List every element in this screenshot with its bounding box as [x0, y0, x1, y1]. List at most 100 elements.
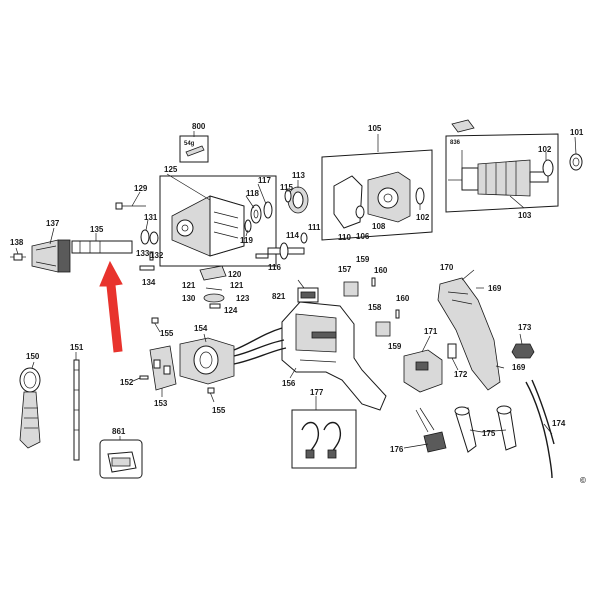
label-169-a: 169	[488, 284, 502, 293]
part-120-lever	[199, 265, 227, 281]
part-177-brush-left	[301, 421, 320, 459]
armature-group-box	[445, 133, 559, 213]
part-152-screw	[139, 375, 149, 380]
label-124: 124	[224, 306, 238, 315]
part-155-screw-a	[151, 317, 161, 333]
label-800: 800	[192, 122, 206, 131]
label-120: 120	[228, 270, 242, 279]
part-130-knob	[203, 293, 225, 303]
label-116: 116	[268, 263, 281, 272]
part-125-gear-housing	[171, 195, 245, 257]
part-150-side-handle	[19, 367, 41, 449]
part-129-screw	[115, 202, 146, 210]
part-102-bearing-b	[542, 159, 554, 177]
label-157: 157	[338, 265, 352, 274]
label-176: 176	[390, 445, 404, 454]
part-821-label	[297, 287, 319, 303]
part-175-cable-guard-b	[496, 405, 517, 451]
label-152: 152	[120, 378, 134, 387]
label-173: 173	[518, 323, 532, 332]
part-160-screw-a	[371, 277, 376, 287]
part-116-pin	[255, 253, 269, 259]
label-151: 151	[70, 343, 84, 352]
part-158-switch	[375, 321, 391, 337]
label-131: 131	[144, 213, 158, 222]
label-153: 153	[154, 399, 168, 408]
field-group-box	[321, 149, 433, 241]
label-105: 105	[368, 124, 382, 133]
label-113: 113	[292, 171, 305, 180]
label-132: 132	[150, 251, 164, 260]
part-171-switch	[403, 349, 443, 393]
label-821: 821	[272, 292, 286, 301]
stator-wire-1	[233, 327, 283, 351]
label-133: 133	[136, 249, 150, 258]
copyright-mark: ©	[580, 476, 586, 485]
label-54g: 54g	[184, 141, 195, 147]
label-159-b: 159	[388, 342, 402, 351]
part-177-brush-right	[323, 421, 342, 459]
part-117-ring	[263, 201, 273, 219]
label-103: 103	[518, 211, 532, 220]
part-138-screw	[10, 253, 26, 261]
label-170: 170	[440, 263, 454, 272]
part-172-pin	[447, 343, 457, 359]
part-124-clip	[209, 303, 221, 309]
label-175: 175	[482, 429, 496, 438]
label-155-b: 155	[212, 406, 226, 415]
label-156: 156	[282, 379, 296, 388]
part-114-shaft	[267, 242, 305, 260]
part-132-pin	[149, 251, 154, 261]
label-102-a: 102	[538, 145, 552, 154]
label-110: 110	[338, 233, 351, 242]
gearbox-group-box	[159, 175, 277, 267]
label-117: 117	[258, 176, 271, 185]
label-134: 134	[142, 278, 156, 287]
part-156-motor-housing	[281, 301, 387, 411]
label-138: 138	[10, 238, 24, 247]
label-111: 111	[308, 223, 321, 232]
label-172: 172	[454, 370, 468, 379]
label-129: 129	[134, 184, 148, 193]
part-101-bearing	[569, 153, 583, 171]
label-158: 158	[368, 303, 382, 312]
label-160-b: 160	[396, 294, 410, 303]
label-150: 150	[26, 352, 40, 361]
label-115: 115	[280, 183, 293, 192]
part-836-fan	[451, 119, 475, 133]
part-121-spring	[205, 287, 223, 291]
label-177: 177	[310, 388, 324, 397]
part-155-screw-b	[207, 387, 215, 403]
part-154-stator	[179, 337, 235, 385]
part-118-bearing	[250, 204, 262, 224]
part-175-cable-guard-a	[454, 406, 477, 453]
label-861: 861	[112, 427, 126, 436]
part-176-cable-clamp	[415, 407, 447, 453]
part-131-washer	[140, 229, 150, 245]
label-102-b: 102	[416, 213, 430, 222]
label-155-a: 155	[160, 329, 174, 338]
part-169-screw-b	[495, 365, 505, 369]
case-box	[99, 439, 143, 479]
leader-lines	[15, 131, 577, 449]
part-110-field-plate	[333, 175, 363, 229]
part-111-ring	[300, 232, 308, 244]
label-114: 114	[286, 231, 299, 240]
label-123: 123	[236, 294, 250, 303]
label-121-a: 121	[182, 281, 196, 290]
label-154: 154	[194, 324, 208, 333]
stator-wire-2	[233, 339, 285, 357]
label-171: 171	[424, 327, 438, 336]
label-174: 174	[552, 419, 566, 428]
part-133-ring	[149, 231, 159, 245]
label-169-b: 169	[512, 363, 526, 372]
label-135: 135	[90, 225, 104, 234]
part-137-chuck	[31, 239, 71, 273]
red-pointer-arrow	[99, 260, 123, 353]
part-170-handle-cover	[437, 277, 501, 391]
part-103-armature	[448, 159, 549, 197]
label-159-a: 159	[356, 255, 370, 264]
part-151-depth-rod	[73, 359, 80, 461]
part-160-screw-b	[395, 309, 400, 319]
